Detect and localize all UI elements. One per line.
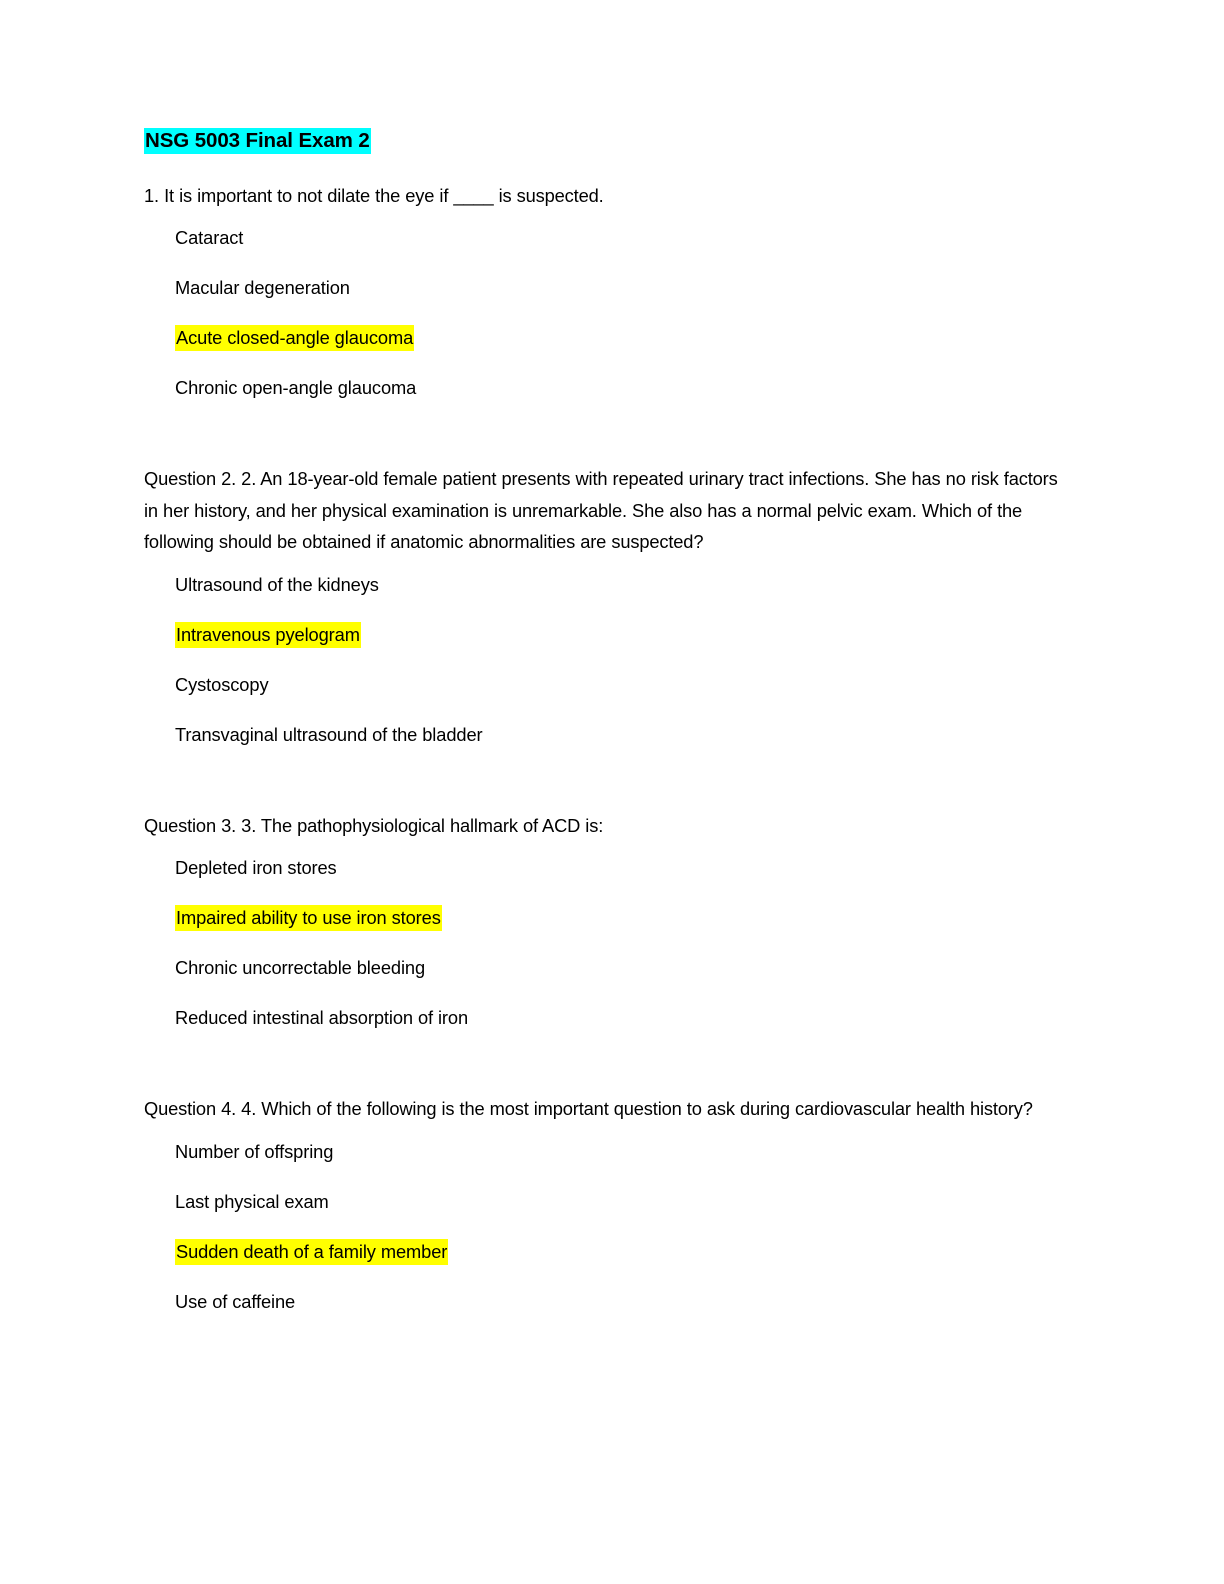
answer-option-correct[interactable]: Acute closed-angle glaucoma [175, 325, 1074, 352]
answer-option-label: Chronic uncorrectable bleeding [175, 957, 426, 979]
answer-option[interactable]: Cataract [175, 225, 1074, 251]
answer-option-label: Impaired ability to use iron stores [175, 905, 442, 932]
answer-option-label: Chronic open-angle glaucoma [175, 377, 417, 399]
answer-option-label: Cataract [175, 227, 244, 249]
answer-option[interactable]: Ultrasound of the kidneys [175, 572, 1074, 598]
answer-option-label: Number of offspring [175, 1140, 334, 1162]
question-block: Question 2. 2. An 18-year-old female pat… [144, 463, 1074, 748]
answer-options-list: Cataract Macular degeneration Acute clos… [144, 225, 1074, 401]
answer-option-correct[interactable]: Intravenous pyelogram [175, 621, 1074, 648]
answer-options-list: Number of offspring Last physical exam S… [144, 1139, 1074, 1315]
answer-option-label: Transvaginal ultrasound of the bladder [175, 723, 483, 745]
answer-option-correct[interactable]: Impaired ability to use iron stores [175, 905, 1074, 932]
answer-option-label: Acute closed-angle glaucoma [175, 325, 415, 352]
answer-option-label: Reduced intestinal absorption of iron [175, 1007, 469, 1029]
question-prompt: 1. It is important to not dilate the eye… [144, 184, 604, 206]
answer-option-label: Sudden death of a family member [175, 1238, 449, 1265]
document-body: NSG 5003 Final Exam 2 1. It is important… [144, 128, 1074, 1315]
answer-option-label: Depleted iron stores [175, 857, 337, 879]
question-prompt: Question 3. 3. The pathophysiological ha… [144, 814, 604, 836]
question-prompt: Question 4. 4. Which of the following is… [144, 1098, 1033, 1120]
answer-option-label: Last physical exam [175, 1190, 329, 1212]
question-block: 1. It is important to not dilate the eye… [144, 180, 1074, 402]
question-block: Question 3. 3. The pathophysiological ha… [144, 810, 1074, 1032]
answer-option[interactable]: Number of offspring [175, 1139, 1074, 1165]
answer-option-label: Cystoscopy [175, 673, 269, 695]
answer-option[interactable]: Transvaginal ultrasound of the bladder [175, 722, 1074, 748]
answer-option[interactable]: Depleted iron stores [175, 855, 1074, 881]
answer-options-list: Depleted iron stores Impaired ability to… [144, 855, 1074, 1031]
answer-option[interactable]: Chronic open-angle glaucoma [175, 375, 1074, 401]
answer-option-label: Macular degeneration [175, 277, 350, 299]
document-title-text: NSG 5003 Final Exam 2 [144, 128, 371, 154]
answer-options-list: Ultrasound of the kidneys Intravenous py… [144, 572, 1074, 748]
answer-option[interactable]: Use of caffeine [175, 1289, 1074, 1315]
answer-option-label: Intravenous pyelogram [175, 621, 361, 648]
question-prompt: Question 2. 2. An 18-year-old female pat… [144, 468, 1058, 553]
answer-option-label: Ultrasound of the kidneys [175, 573, 379, 595]
answer-option-label: Use of caffeine [175, 1290, 296, 1312]
document-title: NSG 5003 Final Exam 2 [144, 128, 1074, 154]
answer-option-correct[interactable]: Sudden death of a family member [175, 1238, 1074, 1265]
answer-option[interactable]: Last physical exam [175, 1189, 1074, 1215]
answer-option[interactable]: Macular degeneration [175, 275, 1074, 301]
question-block: Question 4. 4. Which of the following is… [144, 1093, 1074, 1315]
answer-option[interactable]: Cystoscopy [175, 672, 1074, 698]
answer-option[interactable]: Chronic uncorrectable bleeding [175, 955, 1074, 981]
answer-option[interactable]: Reduced intestinal absorption of iron [175, 1005, 1074, 1031]
